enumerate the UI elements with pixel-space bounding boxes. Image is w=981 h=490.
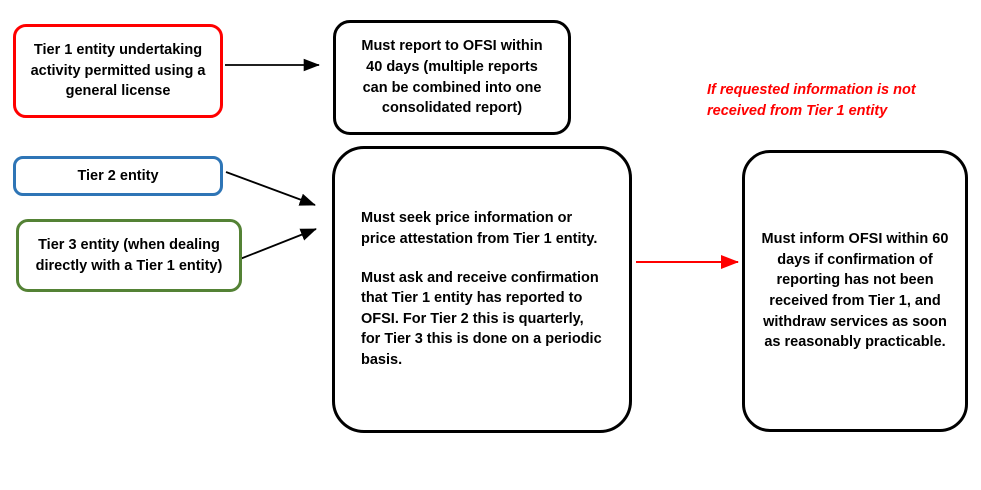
connector-tier2-to-obligations (225, 171, 316, 206)
node-tier3-entity-label: Tier 3 entity (when dealing directly wit… (35, 236, 223, 274)
connector-tier3-to-obligations (239, 228, 317, 260)
node-report-to-ofsi[interactable]: Must report to OFSI within 40 days (mult… (333, 20, 571, 135)
node-inform-ofsi[interactable]: Must inform OFSI within 60 days if confi… (742, 150, 968, 432)
node-inform-ofsi-label: Must inform OFSI within 60 days if confi… (761, 231, 949, 351)
node-tier2-entity-label: Tier 2 entity (77, 167, 159, 184)
node-report-to-ofsi-label: Must report to OFSI within 40 days (mult… (361, 38, 543, 117)
node-tier3-entity[interactable]: Tier 3 entity (when dealing directly wit… (16, 219, 242, 292)
node-tier2-tier3-obligations[interactable]: Must seek price information or price att… (332, 146, 632, 433)
node-tier1-entity-label: Tier 1 entity undertaking activity permi… (30, 42, 206, 100)
node-obligations-body: Must seek price information or price att… (361, 208, 603, 370)
node-tier1-entity[interactable]: Tier 1 entity undertaking activity permi… (13, 24, 223, 118)
node-tier2-entity[interactable]: Tier 2 entity (13, 156, 223, 196)
node-obligations-paragraph-1: Must seek price information or price att… (361, 210, 598, 248)
node-obligations-paragraph-2: Must ask and receive confirmation that T… (361, 269, 602, 368)
annotation-information-not-received: If requested information is not received… (707, 82, 916, 120)
